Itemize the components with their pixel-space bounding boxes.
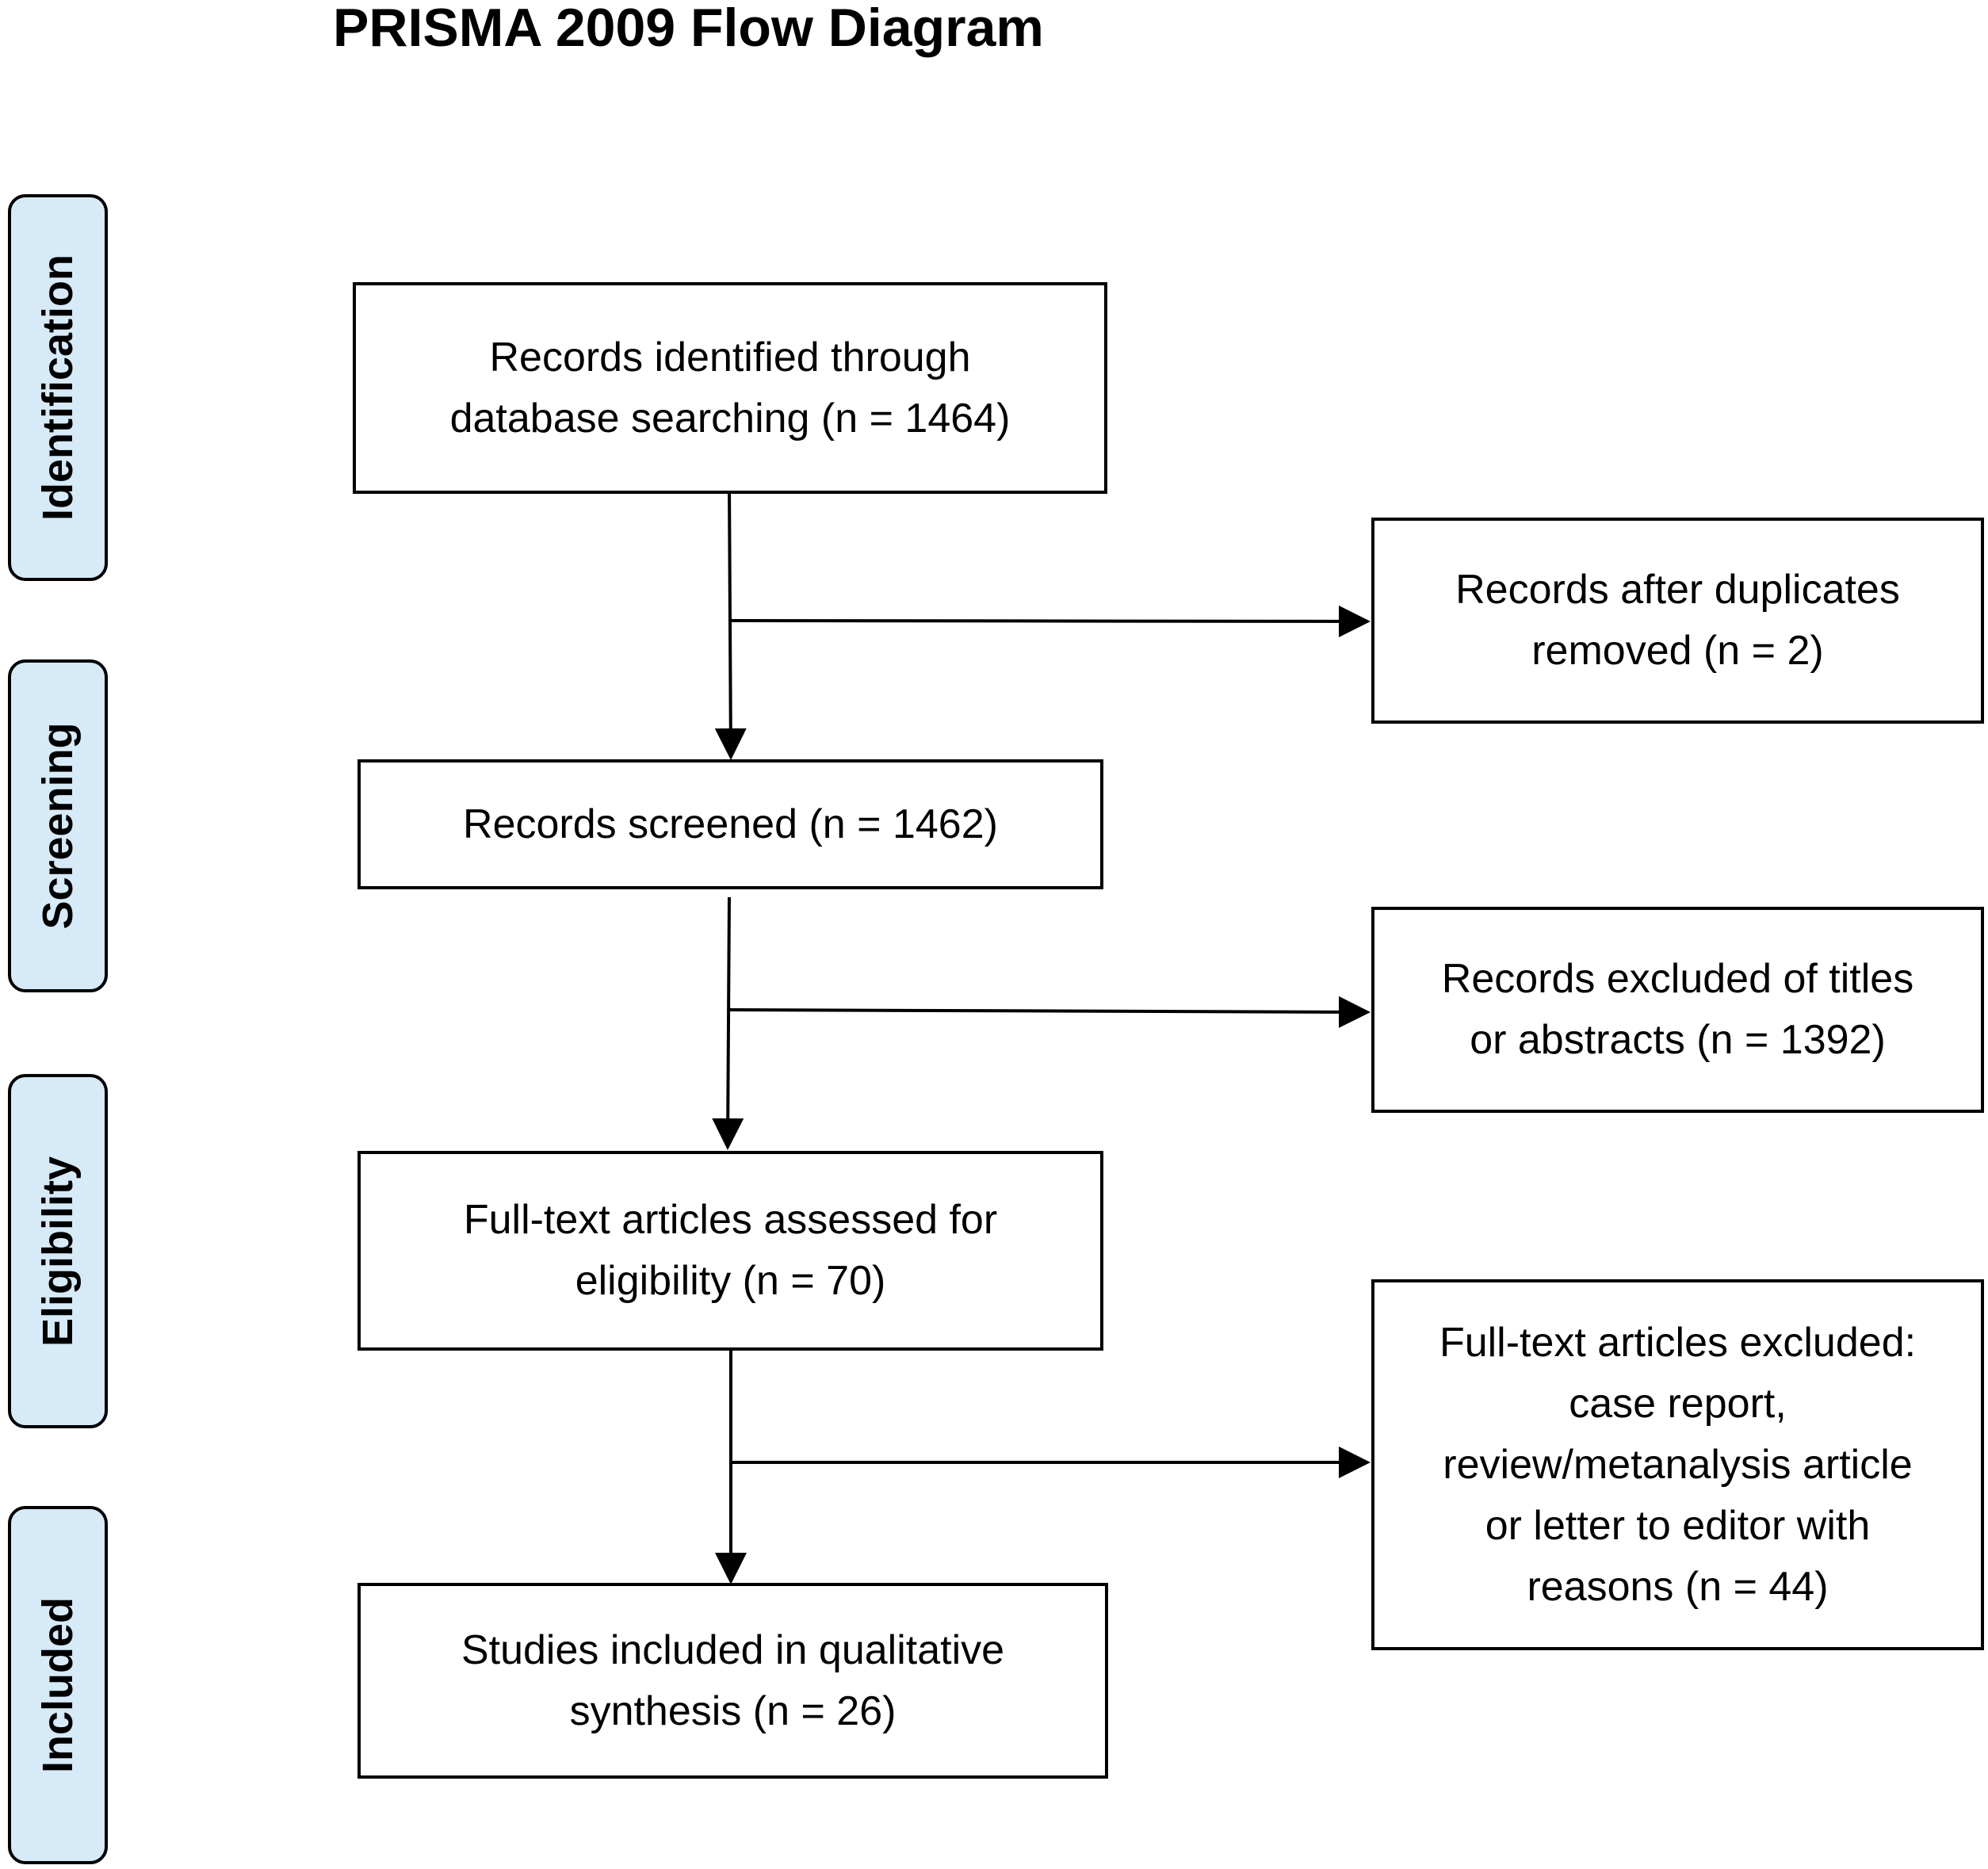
box-records-identified-text: Records identified through database sear… [449, 334, 1011, 441]
box-fulltext-assessed-text: Full-text articles assessed for eligibil… [463, 1197, 998, 1304]
box-fulltext-excluded-text: Full-text articles excluded: case report… [1439, 1319, 1917, 1610]
phase-eligibility: Eligibility [8, 1074, 108, 1428]
box-fulltext-excluded: Full-text articles excluded: case report… [1371, 1279, 1984, 1650]
arrow-identified-to-screened [714, 483, 747, 760]
box-fulltext-assessed: Full-text articles assessed for eligibil… [357, 1151, 1103, 1351]
diagram-title: PRISMA 2009 Flow Diagram [333, 0, 1044, 58]
box-duplicates-removed: Records after duplicates removed (n = 2) [1371, 518, 1984, 724]
phase-included: Included [8, 1506, 108, 1864]
arrow-screened-to-assessed [712, 896, 744, 1150]
box-records-excluded-titles-text: Records excluded of titles or abstracts … [1441, 956, 1914, 1063]
box-records-screened: Records screened (n = 1462) [357, 759, 1103, 889]
arrow-to-excluded-titles [728, 996, 1371, 1028]
phase-screening: Screening [8, 659, 108, 992]
box-records-screened-text: Records screened (n = 1462) [463, 801, 998, 847]
box-duplicates-removed-text: Records after duplicates removed (n = 2) [1455, 567, 1900, 674]
box-studies-included: Studies included in qualitative synthesi… [357, 1583, 1108, 1779]
phase-identification: Identification [8, 194, 108, 581]
box-records-excluded-titles: Records excluded of titles or abstracts … [1371, 907, 1984, 1113]
box-records-identified: Records identified through database sear… [353, 282, 1107, 494]
box-studies-included-text: Studies included in qualitative synthesi… [461, 1626, 1005, 1734]
